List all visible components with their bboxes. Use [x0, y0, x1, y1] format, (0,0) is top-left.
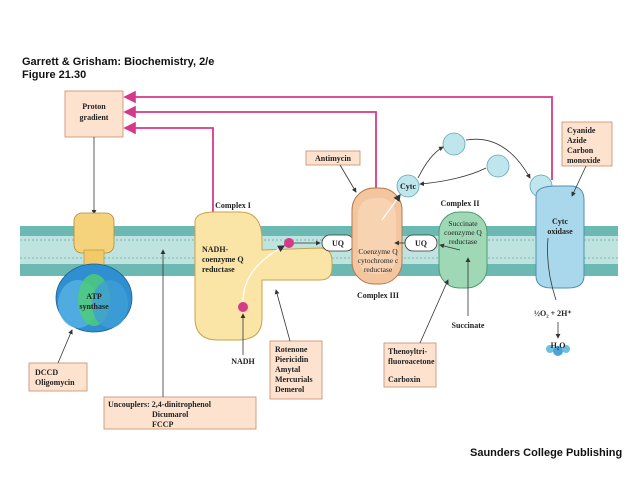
uncouplers-label2: Dicumarol	[152, 410, 189, 419]
cytc-oxidase-label1: Cytc	[552, 217, 568, 226]
rotenone-label1: Rotenone	[275, 345, 308, 354]
complex-3-label3: reductase	[364, 265, 393, 274]
figure-number: Figure 21.30	[22, 69, 87, 81]
complex-3-label2: cytochrome c	[358, 256, 399, 265]
succinate-label: Succinate	[452, 321, 485, 330]
cyanide-box	[561, 121, 613, 167]
atp-synthase	[55, 212, 133, 333]
cytc-oxidase-label2: oxidase	[547, 227, 573, 236]
complex-3	[351, 187, 403, 285]
theno-label1: Thenoyltri-	[388, 347, 427, 356]
theno-label3: Carboxin	[388, 375, 421, 384]
antimycin-box	[305, 150, 361, 166]
cyanide-label4: monoxide	[567, 156, 601, 165]
rotenone-label4: Mercurials	[275, 375, 313, 384]
o2-reaction: ½O₂ + 2H⁺	[534, 309, 572, 318]
dccd-label1: DCCD	[35, 368, 58, 377]
rotenone-label5: Demerol	[275, 385, 305, 394]
uncouplers-label3: FCCP	[152, 420, 173, 429]
cyanide-label1: Cyanide	[567, 126, 596, 135]
rotenone-label2: Piericidin	[275, 355, 309, 364]
atp-synthase-label2: synthase	[79, 302, 109, 311]
complex-3-title: Complex III	[357, 291, 399, 300]
cytc-shuttle	[396, 132, 553, 198]
cytc-oxidase	[535, 185, 585, 289]
complex-2-label2: coenzyme Q	[444, 228, 482, 237]
rotenone-box	[269, 340, 323, 400]
complex-1-label2: coenzyme Q	[202, 255, 244, 264]
proton-gradient-box	[64, 90, 124, 138]
uncouplers-box	[103, 396, 257, 430]
dccd-label2: Oligomycin	[35, 378, 75, 387]
nadh-label: NADH	[231, 357, 255, 366]
figure-source: Garrett & Grisham: Biochemistry, 2/e	[22, 56, 215, 68]
complex-2-label3: reductase	[449, 237, 478, 246]
complex-1-label1: NADH-	[202, 245, 229, 254]
water-molecule	[546, 345, 570, 356]
proton-gradient-line2: gradient	[80, 113, 109, 122]
dccd-box	[28, 362, 88, 392]
h2o-label: H₂O	[551, 341, 566, 350]
cytc-label: Cytc	[400, 182, 416, 191]
publisher-credit: Saunders College Publishing	[470, 447, 623, 459]
proton-arrows	[123, 90, 553, 215]
complex-1-label3: reductase	[202, 265, 235, 274]
complex-1	[194, 211, 333, 341]
uq-label-2: UQ	[415, 239, 427, 248]
cyanide-label3: Carbon	[567, 146, 594, 155]
antimycin-label: Antimycin	[315, 154, 352, 163]
atp-synthase-label1: ATP	[86, 292, 102, 301]
proton-gradient-line1: Proton	[82, 102, 106, 111]
complex-1-title: Complex I	[215, 201, 251, 210]
complex-2-title: Complex II	[441, 199, 480, 208]
complex-3-label1: Coenzyme Q	[358, 247, 398, 256]
theno-box	[383, 342, 437, 388]
complex-2	[438, 211, 488, 289]
uq-label-1: UQ	[332, 239, 344, 248]
rotenone-label3: Amytal	[275, 365, 301, 374]
theno-label2: fluoroacetone	[388, 357, 435, 366]
cyanide-label2: Azide	[567, 136, 587, 145]
complex-2-label1: Succinate	[448, 219, 478, 228]
uncouplers-label1: Uncouplers: 2,4-dinitrophenol	[108, 400, 212, 409]
